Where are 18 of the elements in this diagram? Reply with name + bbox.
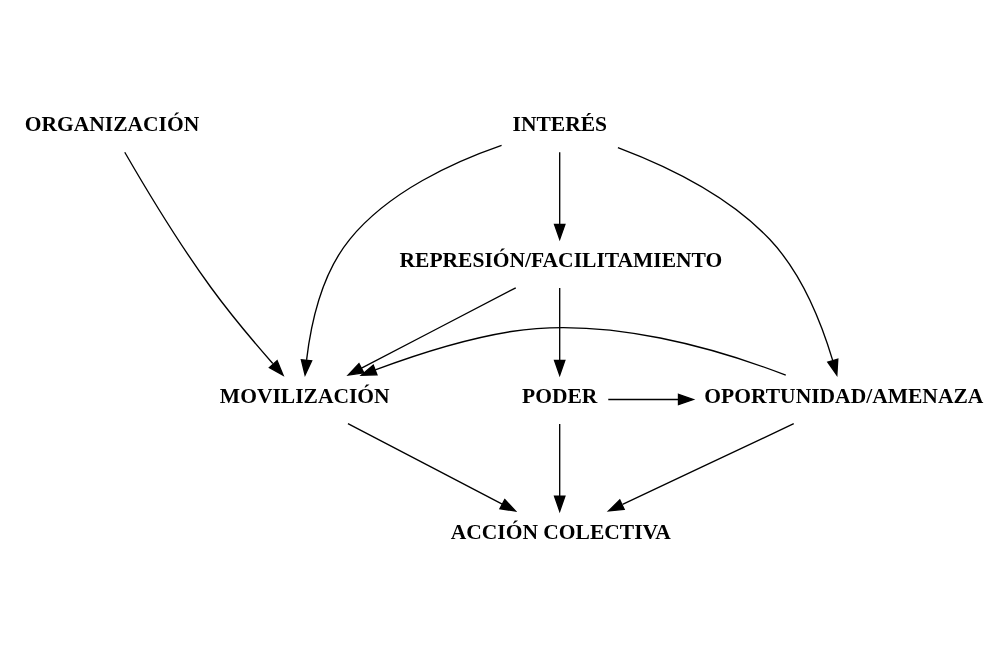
arrow: [607, 393, 696, 406]
node-text: MOVILIZACIÓN: [219, 384, 390, 409]
arrow: [346, 287, 517, 376]
arrow: [617, 147, 839, 377]
arrow: [553, 423, 566, 514]
arrow: [553, 151, 566, 242]
arrow: [300, 144, 503, 378]
node-text: INTERÉS: [512, 112, 608, 137]
arrow: [359, 326, 787, 376]
node-text: REPRESIÓN/FACILITAMIENTO: [399, 248, 723, 273]
node-text: ORGANIZACIÓN: [24, 112, 200, 137]
node-text: ACCIÓN COLECTIVA: [450, 520, 671, 545]
arrow: [553, 287, 566, 378]
arrow: [606, 423, 795, 512]
node-text: PODER: [522, 384, 598, 409]
arrow: [347, 423, 518, 512]
arrow: [124, 151, 285, 377]
node-text: OPORTUNIDAD/AMENAZA: [704, 384, 984, 409]
